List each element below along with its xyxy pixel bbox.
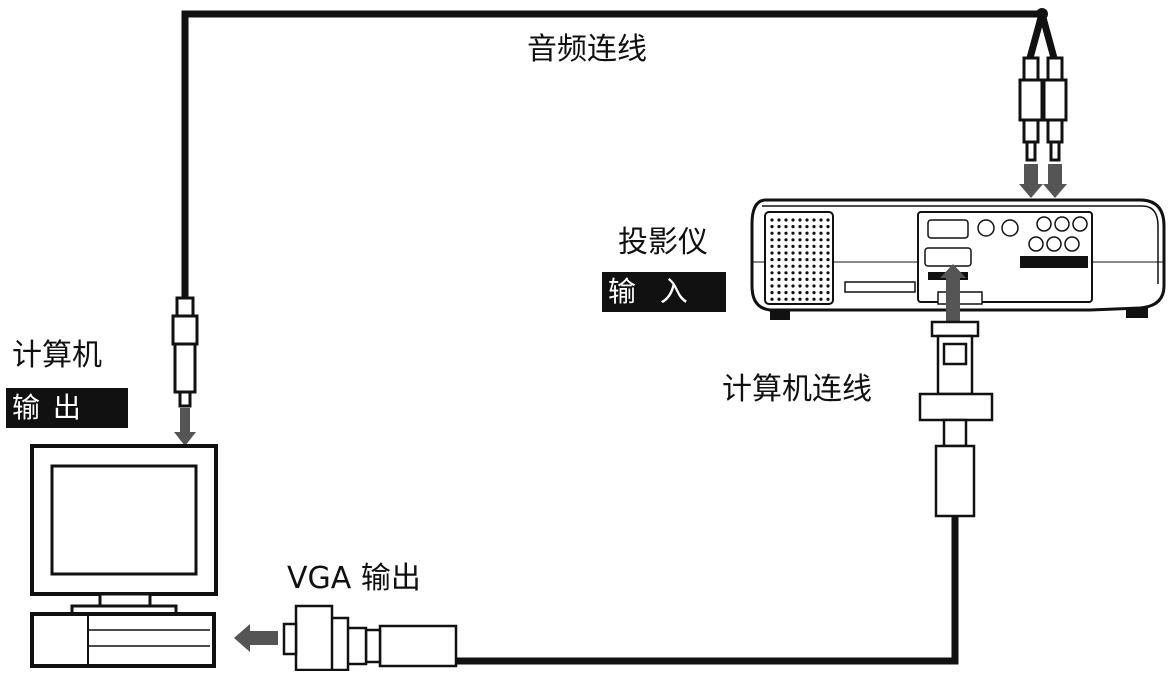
insert-arrow-vga-out — [234, 624, 278, 652]
rca-plug-left — [171, 296, 199, 408]
computer-cable-label: 计算机连线 — [722, 372, 872, 407]
projector-vent-grille — [770, 218, 830, 301]
audio-cable — [181, 10, 1058, 300]
vga-output-label: VGA 输出 — [287, 561, 421, 596]
insert-arrow-vga — [940, 264, 966, 322]
projector-body — [750, 198, 1166, 320]
cable-junction — [1036, 8, 1048, 20]
computer-label: 计算机 — [12, 338, 102, 373]
rca-plug-pair — [1018, 56, 1068, 162]
computer-output-badge: 输 出 — [6, 388, 128, 428]
audio-cable-label: 音频连线 — [527, 32, 647, 67]
computer — [30, 444, 218, 668]
vga-connector-computer — [282, 604, 458, 672]
projector-input-badge: 输 入 — [602, 272, 726, 312]
projector-label: 投影仪 — [618, 225, 708, 260]
vga-connector-projector — [918, 320, 994, 518]
insert-arrows-audio — [1019, 164, 1067, 198]
computer-cable — [455, 516, 959, 665]
insert-arrow-computer — [174, 408, 196, 446]
